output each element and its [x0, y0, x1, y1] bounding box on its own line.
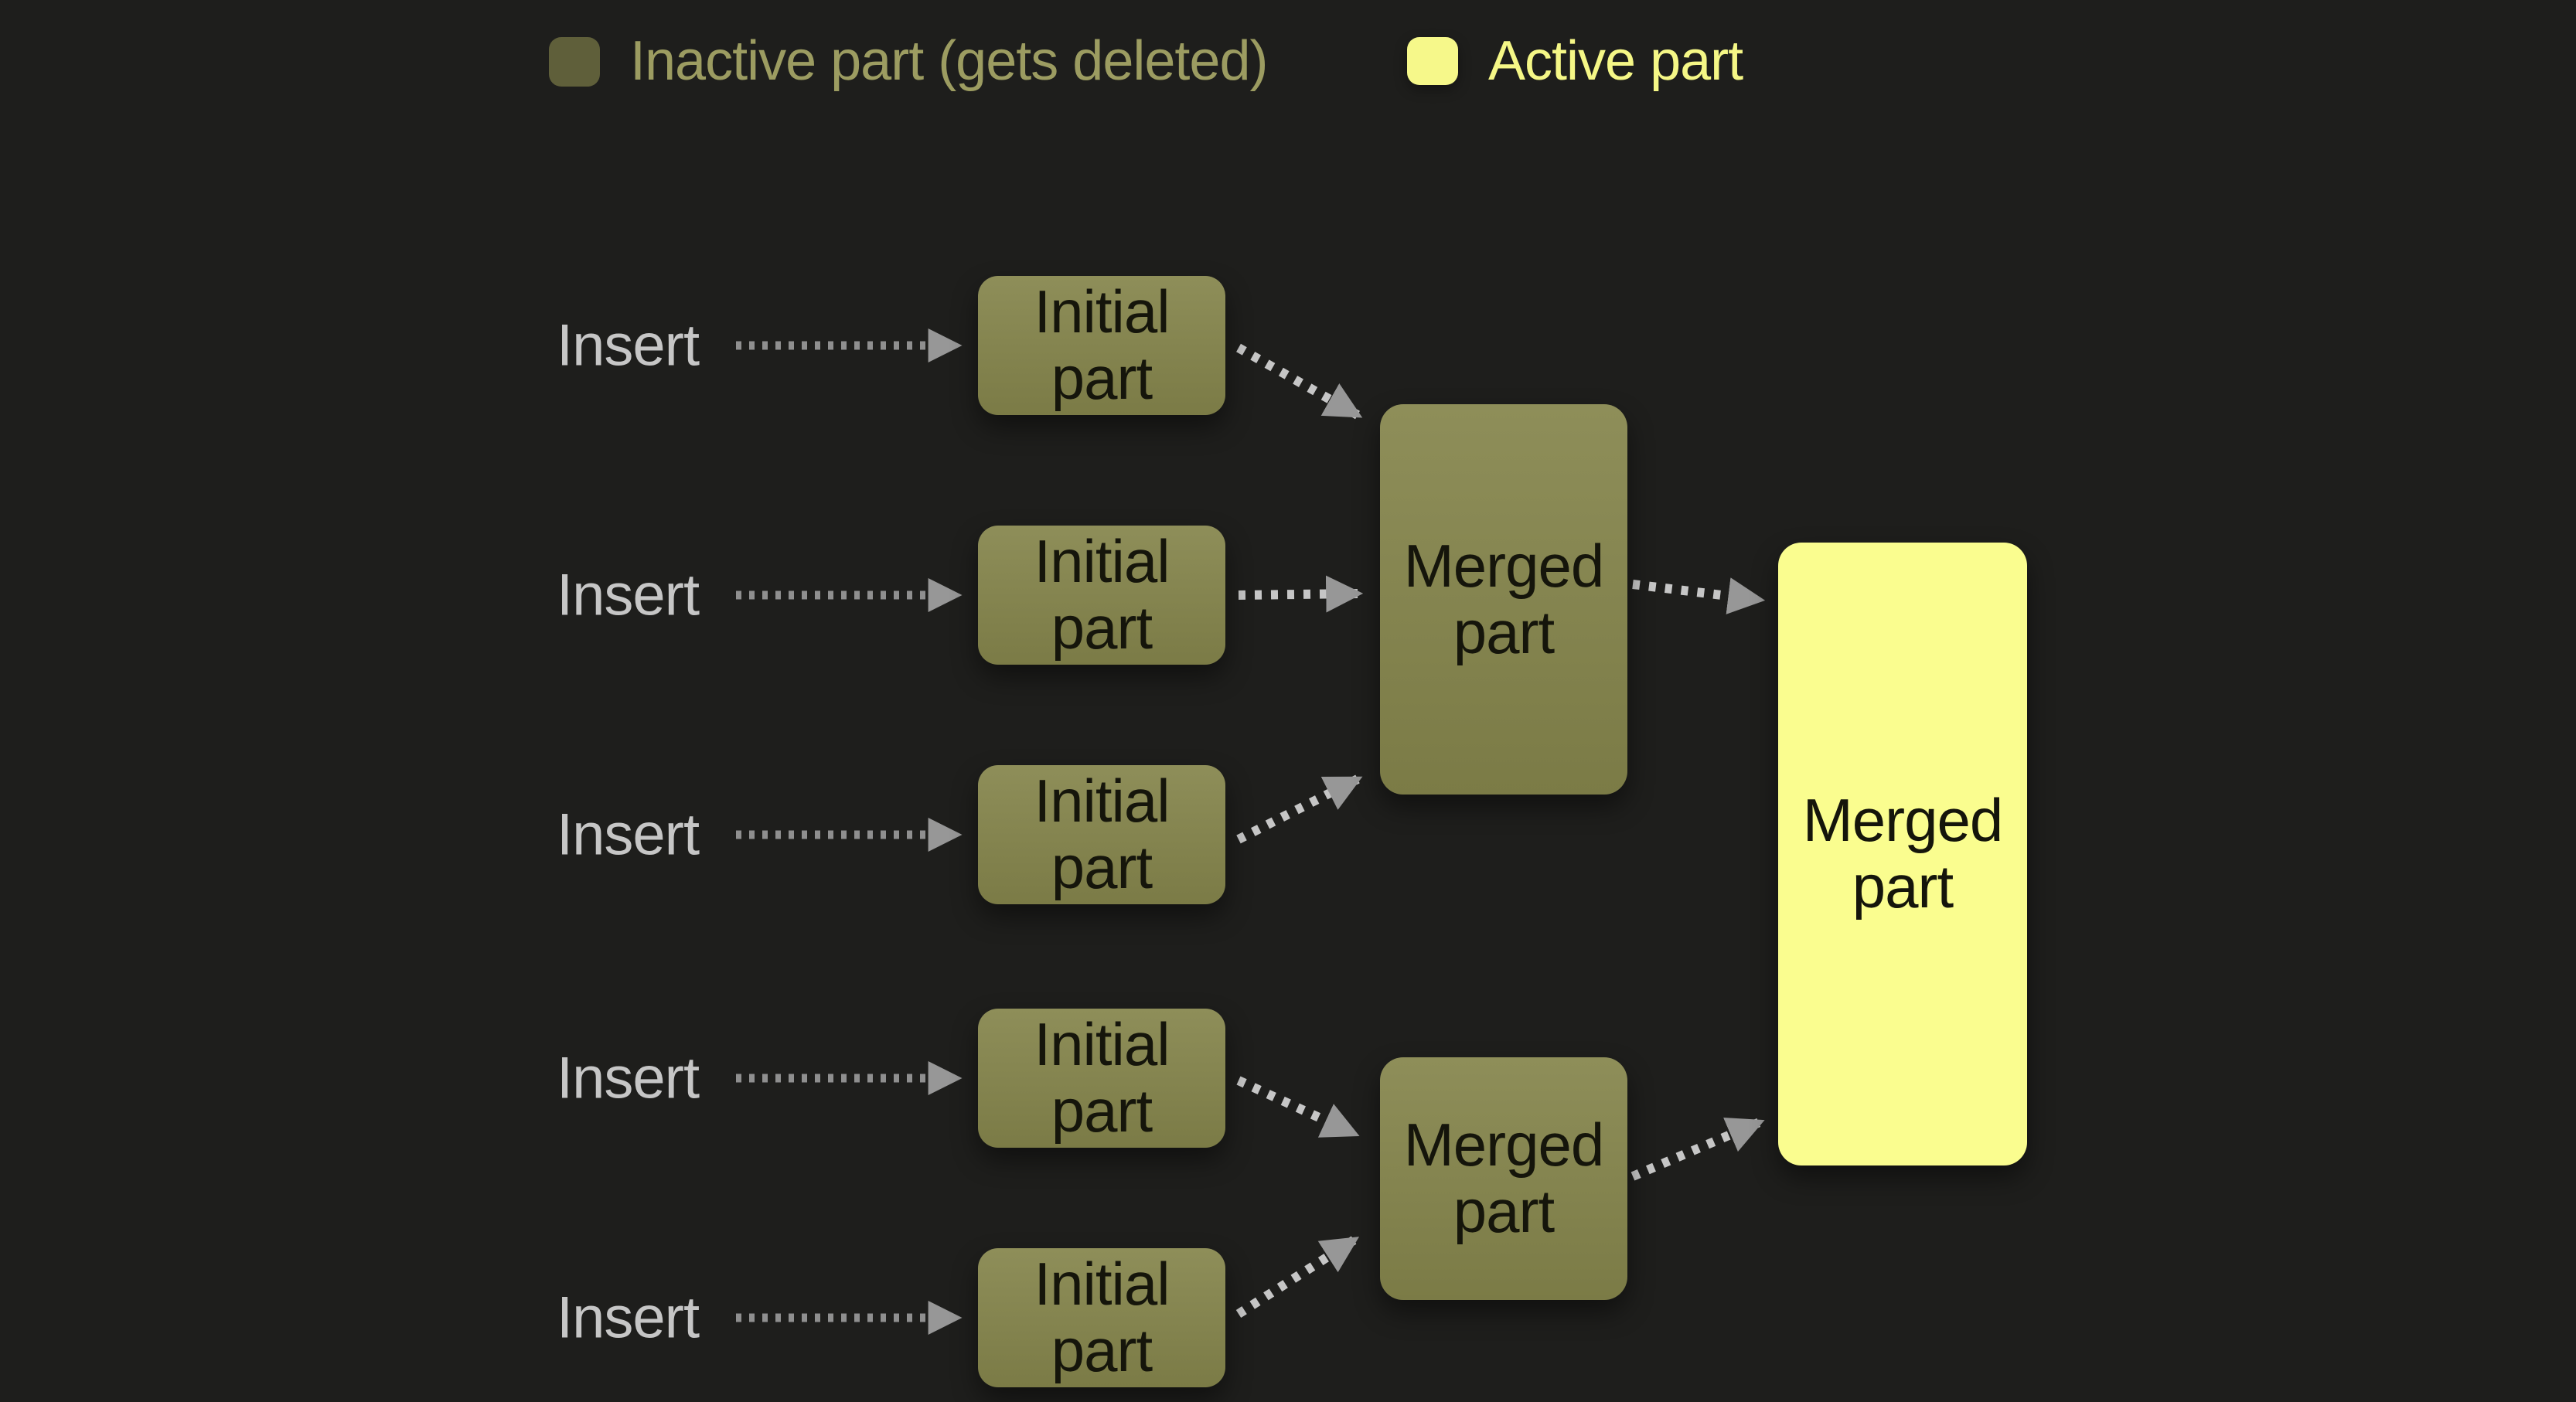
insert-label-1: Insert	[557, 312, 700, 379]
arrow-initial-4-to-merged-2	[1236, 1076, 1360, 1138]
inactive-part-swatch	[549, 37, 600, 87]
initial-part-box-1: Initial part	[978, 276, 1225, 415]
initial-part-label: part	[1051, 833, 1153, 901]
insert-label-5: Insert	[557, 1285, 700, 1351]
active-part-legend-label: Active part	[1488, 30, 1743, 92]
initial-part-label: part	[1051, 1316, 1153, 1384]
arrow-initial-2-to-merged-1	[1238, 575, 1364, 613]
initial-part-label: Initial	[1034, 277, 1170, 346]
legend: Inactive part (gets deleted) Active part	[0, 0, 2576, 124]
merged-part-label: Merged	[1403, 1111, 1604, 1179]
final-merged-part-label: part	[1852, 852, 1954, 920]
merged-part-label: part	[1453, 1177, 1555, 1245]
initial-part-box-2: Initial part	[978, 526, 1225, 665]
arrow-merged-1-to-final	[1632, 577, 1766, 614]
final-merged-part-box: Merged part	[1778, 543, 2027, 1165]
arrow-initial-3-to-merged-1	[1236, 774, 1363, 844]
active-part-swatch	[1407, 37, 1458, 85]
initial-part-label: Initial	[1034, 767, 1170, 835]
arrow-initial-5-to-merged-2	[1235, 1235, 1360, 1319]
insert-label-2: Insert	[557, 562, 700, 628]
initial-part-box-4: Initial part	[978, 1009, 1225, 1148]
initial-part-label: Initial	[1034, 1250, 1170, 1319]
initial-part-label: part	[1051, 1077, 1153, 1145]
inactive-part-legend-label: Inactive part (gets deleted)	[630, 30, 1268, 92]
initial-part-box-3: Initial part	[978, 765, 1225, 904]
merged-part-box-2: Merged part	[1380, 1057, 1627, 1300]
insert-label-3: Insert	[557, 801, 700, 868]
initial-part-label: Initial	[1034, 527, 1170, 596]
initial-part-label: part	[1051, 594, 1153, 662]
insert-label-4: Insert	[557, 1045, 700, 1111]
merged-part-box-1: Merged part	[1380, 404, 1627, 795]
initial-part-label: part	[1051, 344, 1153, 412]
merged-part-label: part	[1453, 597, 1555, 666]
arrow-initial-1-to-merged-1	[1236, 343, 1363, 420]
merged-part-label: Merged	[1403, 531, 1604, 600]
arrow-merged-2-to-final	[1630, 1117, 1765, 1181]
initial-part-box-5: Initial part	[978, 1248, 1225, 1387]
final-merged-part-label: Merged	[1802, 786, 2003, 855]
initial-part-label: Initial	[1034, 1010, 1170, 1079]
